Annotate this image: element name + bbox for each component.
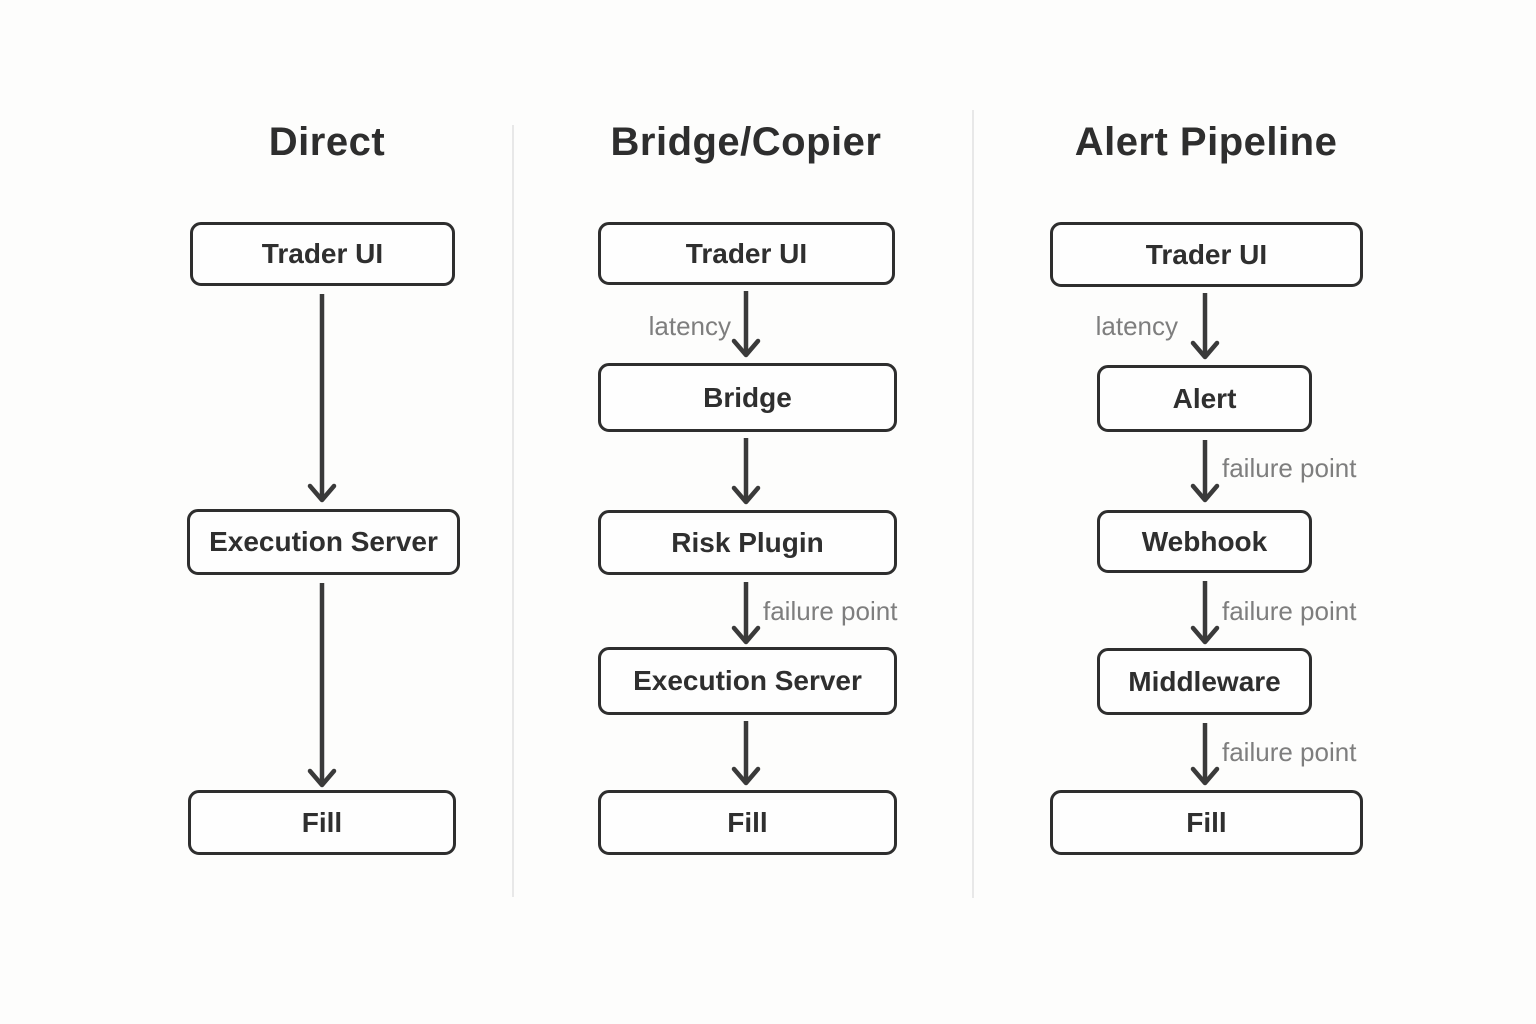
node-trader-ui: Trader UI <box>1050 222 1363 287</box>
node-execution-server: Execution Server <box>187 509 460 575</box>
arrow-down-icon <box>730 291 762 359</box>
node-fill: Fill <box>598 790 897 855</box>
edge-label-failure-point: failure point <box>1222 596 1357 626</box>
node-risk-plugin: Risk Plugin <box>598 510 897 575</box>
node-label: Execution Server <box>209 526 438 557</box>
edge-label-failure-point: failure point <box>763 596 898 626</box>
edge-label-latency: latency <box>1095 311 1178 341</box>
node-label: Fill <box>727 806 768 838</box>
node-label: Execution Server <box>633 665 862 696</box>
edge-label-failure-point: failure point <box>1222 453 1357 483</box>
arrow-down-icon <box>730 582 762 646</box>
node-label: Bridge <box>703 381 792 413</box>
column-divider <box>972 110 974 898</box>
arrow-down-icon <box>1189 723 1221 787</box>
node-alert: Alert <box>1097 365 1312 432</box>
arrow-down-icon <box>306 583 338 789</box>
node-label: Trader UI <box>1145 238 1268 270</box>
edge-label-latency: latency <box>648 311 731 341</box>
arrow-down-icon <box>730 438 762 506</box>
arrow-down-icon <box>306 294 338 504</box>
node-bridge: Bridge <box>598 363 897 432</box>
node-label: Fill <box>301 806 343 838</box>
node-label: Trader UI <box>685 237 808 269</box>
node-trader-ui: Trader UI <box>598 222 895 285</box>
arrow-down-icon <box>1189 293 1221 361</box>
node-label: Alert <box>1172 382 1237 414</box>
arrow-down-icon <box>1189 581 1221 646</box>
node-label: Trader UI <box>261 238 384 269</box>
column-title-alert-pipeline: Alert Pipeline <box>1074 120 1338 164</box>
node-label: Middleware <box>1128 665 1281 697</box>
node-label: Risk Plugin <box>671 526 824 558</box>
node-label: Fill <box>1186 806 1227 838</box>
node-execution-server: Execution Server <box>598 647 897 715</box>
arrow-down-icon <box>1189 440 1221 504</box>
node-fill: Fill <box>188 790 456 855</box>
node-fill: Fill <box>1050 790 1363 855</box>
node-label: Webhook <box>1141 525 1268 557</box>
arrow-down-icon <box>730 721 762 787</box>
edge-label-failure-point: failure point <box>1222 737 1357 767</box>
node-trader-ui: Trader UI <box>190 222 455 286</box>
column-title-bridge-copier: Bridge/Copier <box>610 120 882 164</box>
column-divider <box>512 125 514 897</box>
column-title-direct: Direct <box>268 120 386 164</box>
node-middleware: Middleware <box>1097 648 1312 715</box>
node-webhook: Webhook <box>1097 510 1312 573</box>
